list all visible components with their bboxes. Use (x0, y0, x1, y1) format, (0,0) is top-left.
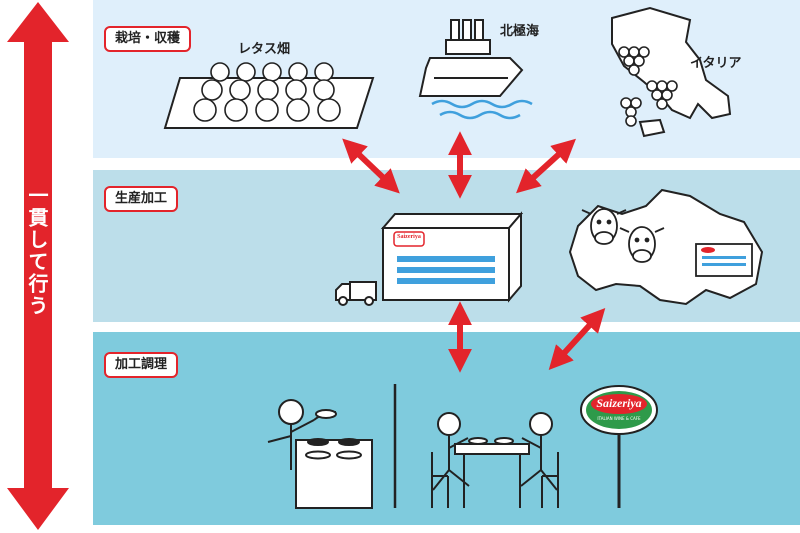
sign-logo: Saizeriya (596, 396, 642, 410)
sea-waves (431, 99, 533, 120)
chef-cooking-icon (267, 399, 373, 509)
grapes-icon (618, 46, 678, 127)
label-italy: イタリア (690, 56, 742, 71)
tag-cultivation: 栽培・収穫 (104, 26, 192, 52)
label-arctic-sea: 北極海 (500, 24, 540, 39)
diners-table-icon (431, 412, 559, 508)
label-lettuce-field: レタス畑 (238, 42, 291, 57)
tag-cooking: 加工調理 (104, 352, 179, 378)
cow-icon (581, 208, 665, 263)
integrated-process-label: 一貫して行う (25, 185, 49, 317)
arrow-australia-kitchen (548, 308, 606, 370)
tag-production: 生産加工 (104, 186, 179, 212)
vertical-double-arrow (7, 2, 69, 530)
restaurant-sign-icon (580, 385, 658, 508)
arrow-lettuce-factory (342, 138, 400, 194)
lettuce-field-icon (163, 62, 375, 129)
italy-map-icon (611, 6, 732, 138)
product-box-icon (695, 243, 753, 277)
factory-logo: Saizeriya (397, 234, 421, 240)
factory-building (380, 211, 524, 303)
sign-subtext: ITALIAN WINE & CAFE (597, 416, 641, 421)
truck-icon (335, 281, 377, 306)
ship-icon (418, 19, 524, 97)
arrow-italy-factory (516, 138, 576, 194)
